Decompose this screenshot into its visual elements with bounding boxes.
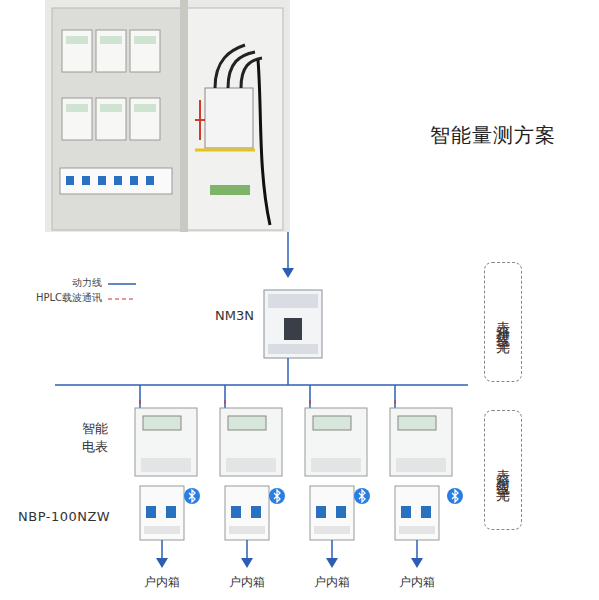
left-panel <box>52 8 182 230</box>
arrow-heads <box>156 558 423 568</box>
label-text: 户内箱 <box>399 574 459 591</box>
power-drops <box>140 385 395 408</box>
photo-background <box>45 0 290 232</box>
legend-text: HPLC载波通讯 <box>0 291 102 305</box>
unit-bracket-box: 表箱进线单元 <box>484 262 522 382</box>
legend-text: 动力线 <box>0 276 102 290</box>
title: 智能量测方案 <box>430 122 595 149</box>
meter-box-photo <box>45 0 290 232</box>
photo-main-breaker <box>205 88 253 148</box>
hinge <box>180 0 188 232</box>
arrow-head <box>282 268 294 278</box>
hplc-lines <box>140 400 395 408</box>
photo-breaker-handles <box>66 176 154 185</box>
legend-sample-dashed <box>108 298 136 299</box>
photo-ground-wire <box>195 149 255 152</box>
smart-meters <box>135 408 452 476</box>
power-bus <box>55 384 468 386</box>
photo-meter-screens <box>66 36 156 112</box>
photo-cables <box>215 45 262 88</box>
photo-red-wire <box>195 100 205 140</box>
photo-terminal <box>210 185 250 195</box>
bluetooth-icons <box>184 488 463 504</box>
unit-bracket-box: 表箱出线单元 <box>484 410 522 530</box>
unit-label: 表箱出线单元 <box>494 458 512 482</box>
legend-sample-line <box>108 283 136 285</box>
photo-cable <box>258 60 270 225</box>
photo-meters <box>62 30 160 140</box>
label-text: 户内箱 <box>229 574 289 591</box>
breaker-node: NM3N <box>262 270 324 362</box>
photo-breakers <box>60 168 172 194</box>
label-text: 户内箱 <box>144 574 204 591</box>
mcb-breakers <box>140 486 439 540</box>
label-text: 智能电表 <box>82 420 118 456</box>
right-panel <box>185 8 283 230</box>
outgoing-lines <box>162 540 417 562</box>
label-text: NBP-100NZW <box>18 508 128 526</box>
mccb-symbol <box>264 290 322 358</box>
unit-label: 表箱进线单元 <box>494 310 512 334</box>
power-line <box>287 358 289 385</box>
label-text: 户内箱 <box>314 574 374 591</box>
model-label: NM3N <box>215 308 254 323</box>
